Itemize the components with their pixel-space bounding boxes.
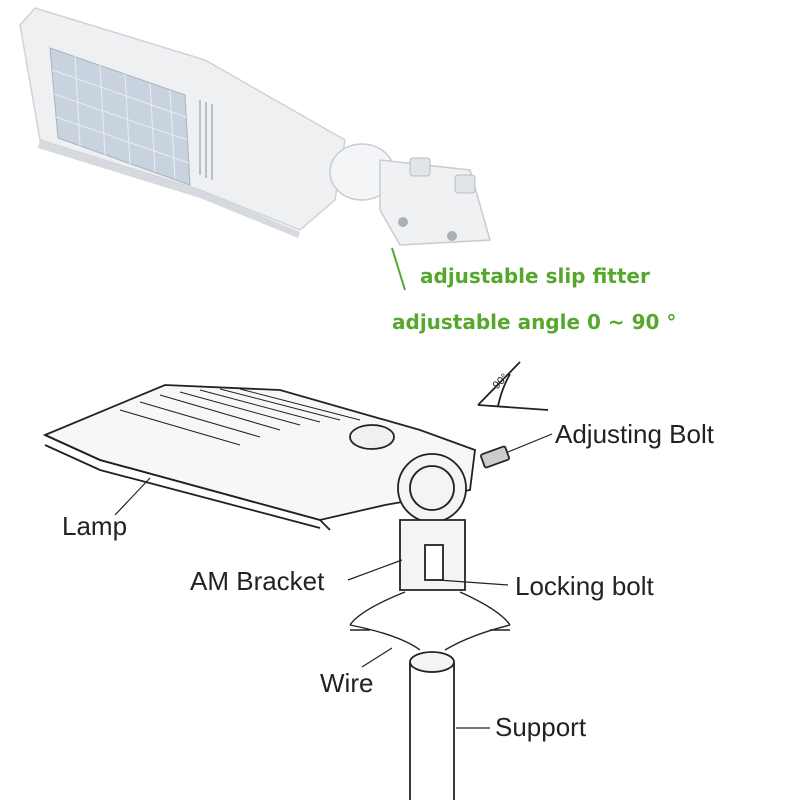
installation-diagram xyxy=(42,361,553,800)
wire-label: Wire xyxy=(320,668,373,698)
am-bracket xyxy=(397,453,467,591)
lamp-label: Lamp xyxy=(62,511,127,541)
support-label: Support xyxy=(495,712,587,742)
led-grid xyxy=(51,55,190,180)
slip-fitter-annotation: adjustable slip fitter xyxy=(420,264,650,288)
led-shoebox-photo xyxy=(19,7,491,246)
locking-bolt-label: Locking bolt xyxy=(515,571,655,601)
am-bracket-label: AM Bracket xyxy=(190,566,325,596)
annotation-pointer xyxy=(391,247,406,291)
leader-lines xyxy=(114,477,509,729)
slip-fitter xyxy=(329,143,491,246)
angle-annotation: adjustable angle 0 ~ 90 ° xyxy=(392,310,676,334)
heat-fins xyxy=(199,100,213,180)
lamp-housing xyxy=(42,384,476,531)
adjusting-bolt xyxy=(480,433,553,469)
adjusting-bolt-label: Adjusting Bolt xyxy=(555,419,715,449)
wires xyxy=(349,591,511,651)
support-pole xyxy=(409,651,455,800)
angle-indicator xyxy=(477,361,549,411)
